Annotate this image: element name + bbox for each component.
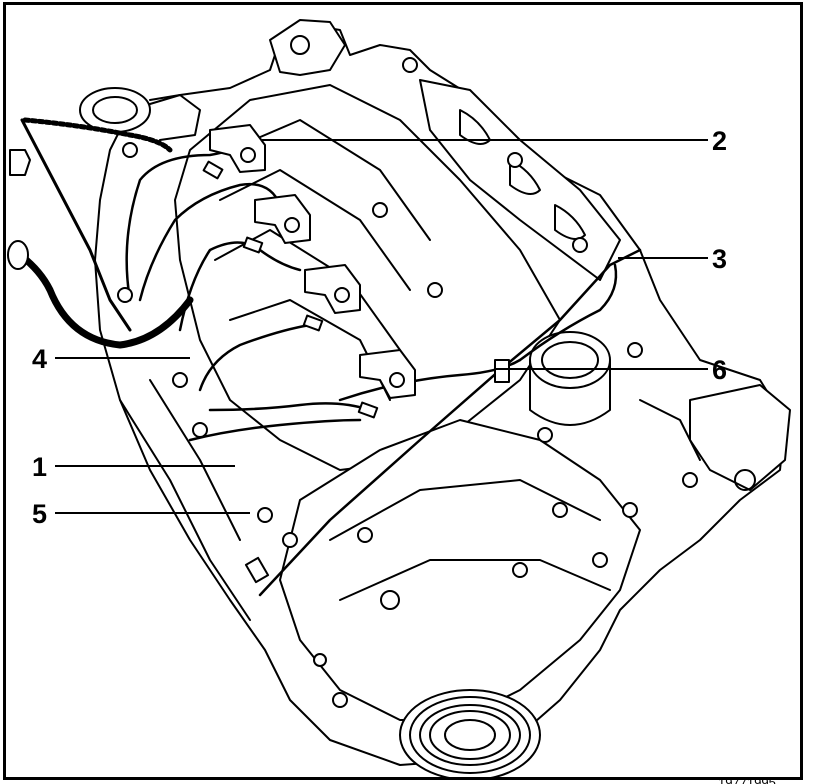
coolant-hose: [16, 251, 194, 349]
callout-2: 2: [712, 126, 727, 156]
injector-2: [254, 194, 311, 244]
callout-5: 5: [32, 499, 47, 529]
turbocharger: [79, 87, 201, 141]
callout-1: 1: [32, 452, 47, 482]
bracket-hole: [290, 35, 310, 55]
top-bracket: [269, 19, 346, 76]
wiring-harness: [22, 117, 173, 153]
manifold-rib-3: [214, 229, 401, 351]
injector-4: [359, 349, 416, 399]
hose-connector: [7, 240, 29, 270]
timing-cover-rib-1: [329, 479, 601, 541]
timing-cover-rib-2: [339, 559, 611, 601]
callout-3: 3: [712, 244, 727, 274]
crankshaft-pulley: [399, 689, 541, 777]
exhaust-manifold: [419, 79, 621, 281]
mount-bolt-hole: [734, 469, 756, 491]
injector-3: [304, 264, 361, 314]
bolts: [117, 57, 698, 708]
block-detail-3: [639, 399, 701, 461]
oil-filter-housing: [529, 331, 611, 426]
fuel-rail: [20, 118, 132, 332]
callout-6: 6: [712, 355, 727, 385]
block-detail-1: [119, 399, 251, 621]
exhaust-port-3: [554, 204, 586, 240]
injector-lines: [125, 138, 618, 442]
line-fittings: [202, 160, 510, 584]
figure-reference-code: 19771995: [718, 775, 776, 784]
engine-drawing: [7, 19, 791, 777]
injector-1: [209, 124, 266, 173]
callout-4: 4: [32, 344, 47, 374]
callout-leaders: [55, 139, 708, 514]
manifold-rib-1: [229, 119, 431, 241]
sensor-lead: [9, 149, 31, 176]
exhaust-port-2: [509, 159, 541, 195]
